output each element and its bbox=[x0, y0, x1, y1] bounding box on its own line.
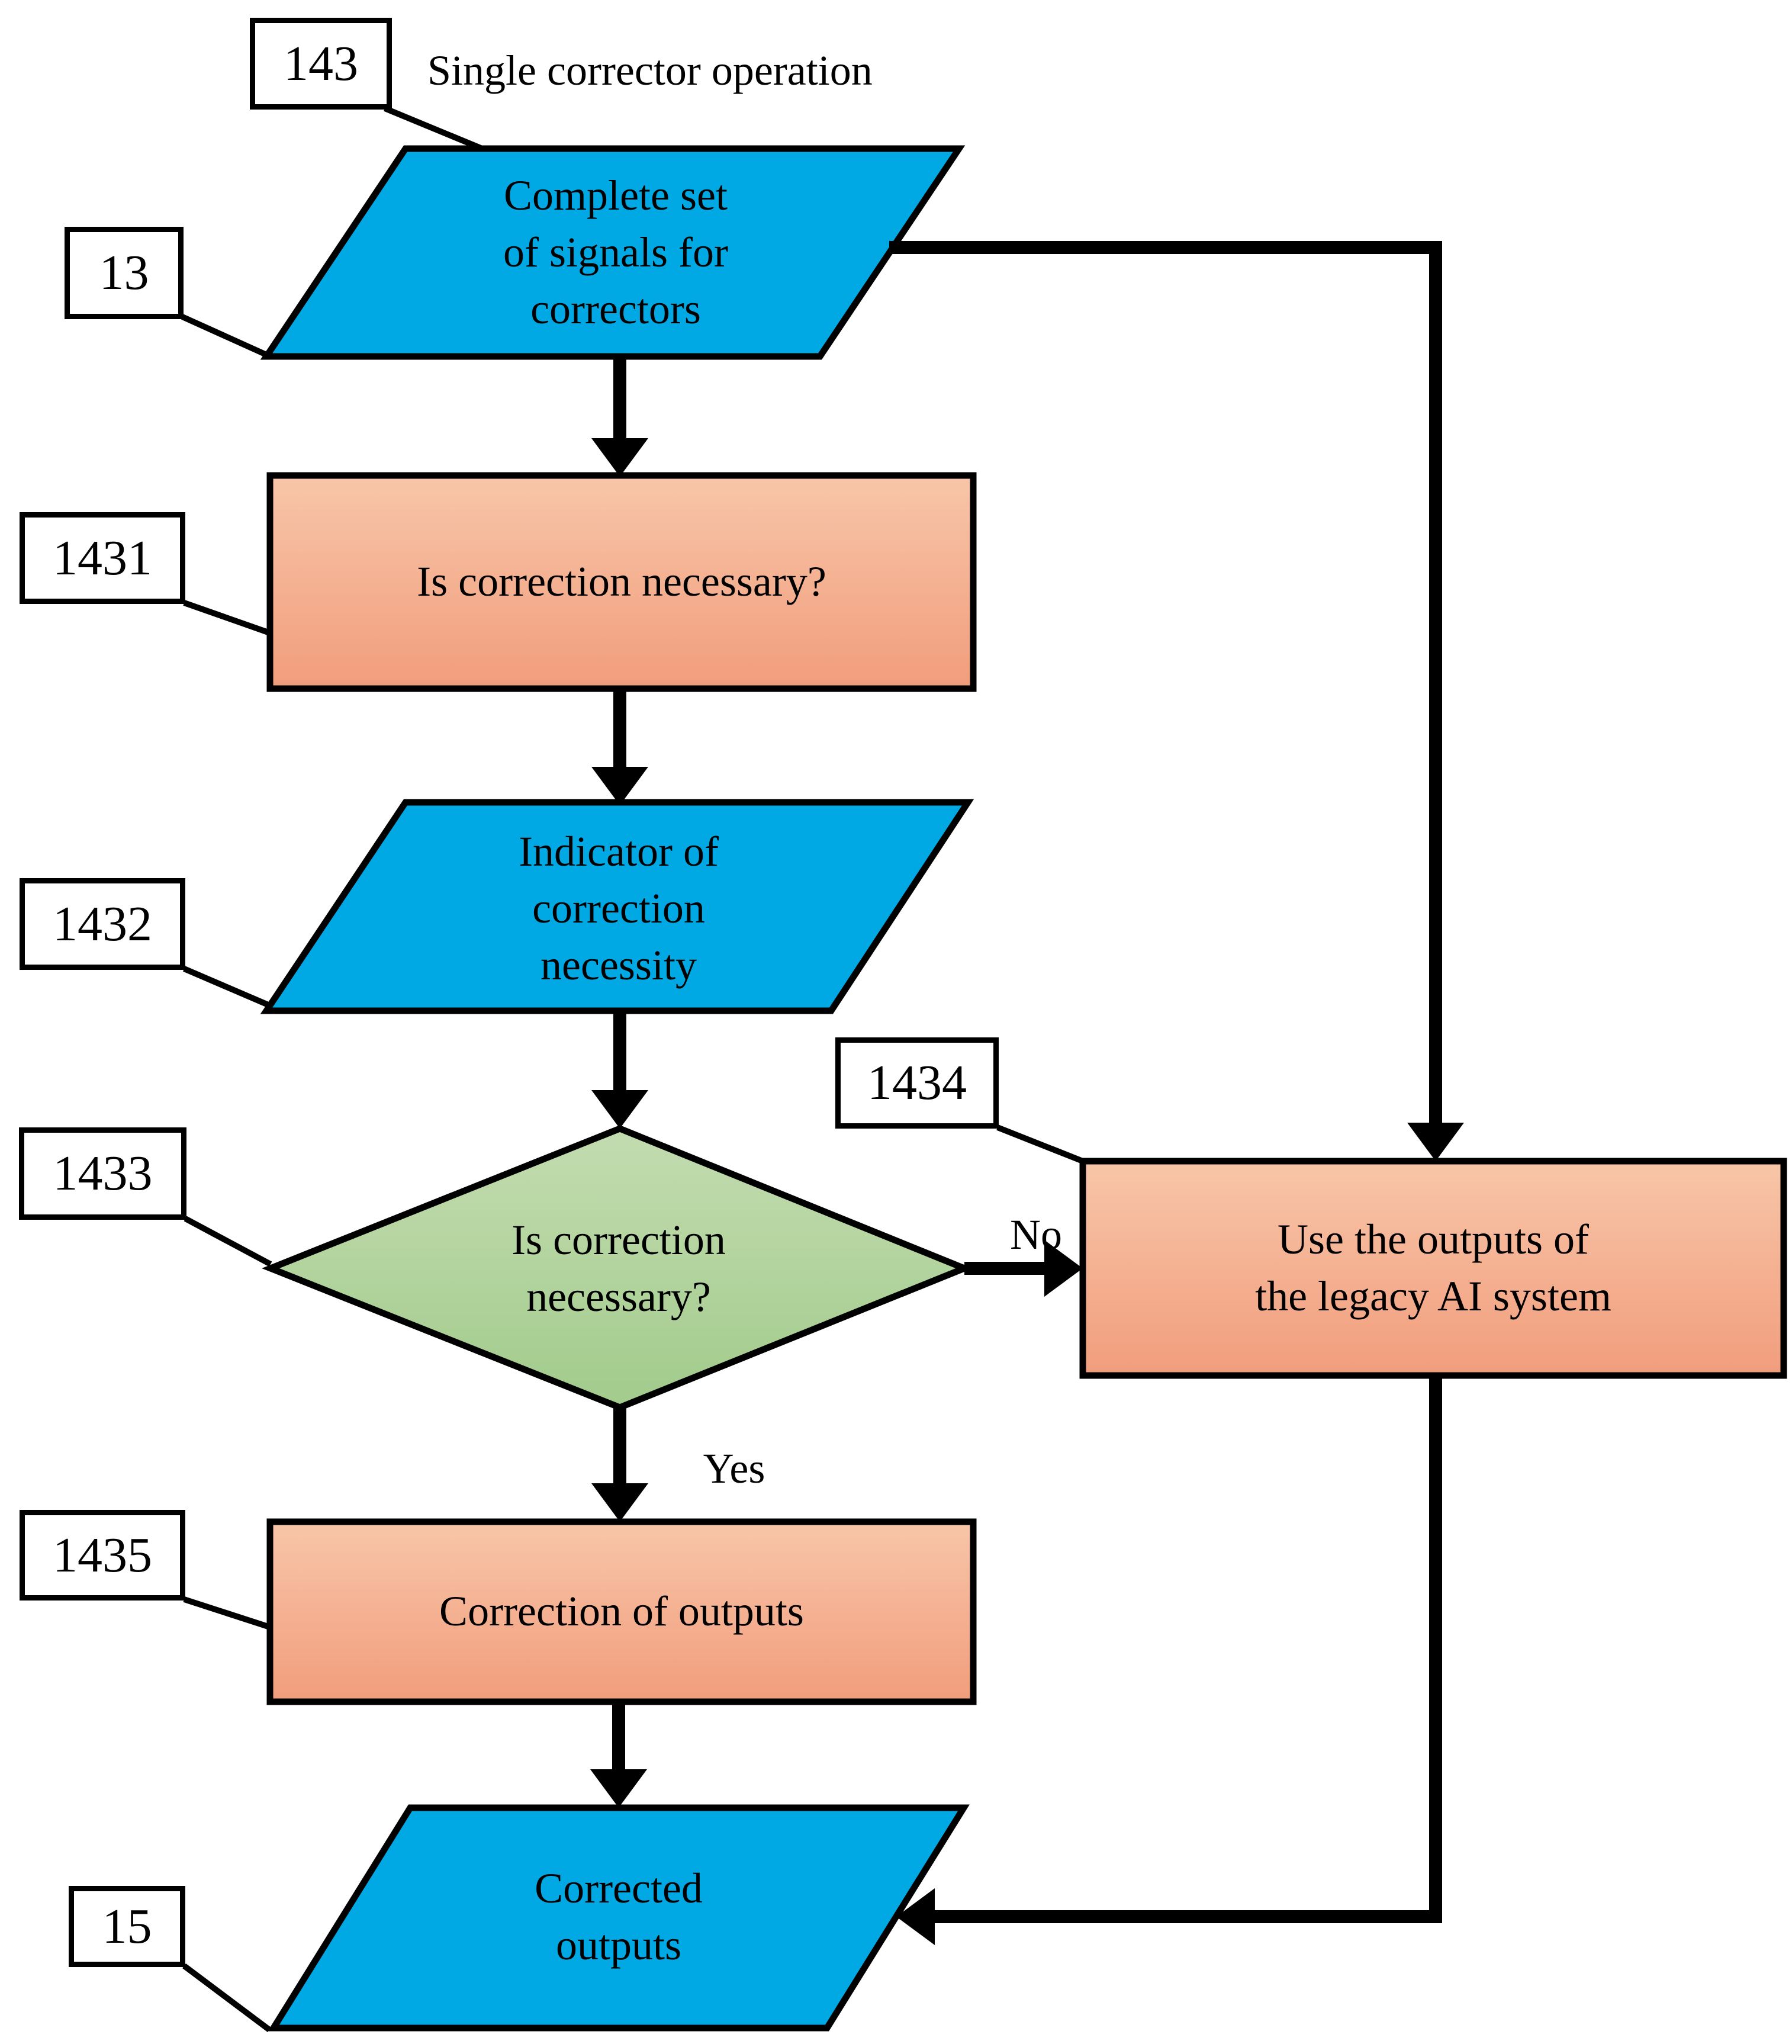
callout-line-1431 bbox=[183, 600, 271, 636]
io-parallelogram-indicator bbox=[260, 799, 974, 1014]
arrowhead-decision-yes bbox=[591, 1483, 648, 1522]
callout-line-1433 bbox=[184, 1216, 272, 1267]
callout-line-15 bbox=[182, 1963, 271, 2032]
io-parallelogram-corrected-outputs bbox=[268, 1804, 970, 2032]
callout-line-13 bbox=[181, 314, 269, 358]
decision-diamond bbox=[262, 1125, 973, 1411]
branch-label-no: No bbox=[1010, 1211, 1062, 1258]
arrowhead-check-to-indicator bbox=[591, 767, 648, 805]
arrowhead-input-to-check bbox=[591, 438, 648, 477]
arrow-legacy-to-output bbox=[933, 1375, 1442, 1923]
process-rect-correction-of-outputs bbox=[266, 1518, 977, 1705]
ref-box-1431: 1431 bbox=[20, 512, 185, 604]
ref-box-15: 15 bbox=[69, 1886, 185, 1967]
callout-line-1435 bbox=[183, 1596, 271, 1630]
ref-box-143: 143 bbox=[250, 18, 392, 110]
io-parallelogram-complete-set bbox=[260, 145, 966, 360]
branch-label-yes: Yes bbox=[703, 1444, 765, 1492]
ref-box-1435: 1435 bbox=[20, 1510, 185, 1601]
ref-label-1431: 1431 bbox=[53, 530, 152, 586]
callout-line-1434 bbox=[996, 1124, 1084, 1164]
process-rect-is-correction-necessary bbox=[266, 472, 977, 692]
ref-label-1434: 1434 bbox=[867, 1055, 967, 1110]
callout-line-143 bbox=[384, 105, 482, 151]
ref-label-1432: 1432 bbox=[53, 896, 152, 952]
arrowhead-decision-no bbox=[1044, 1240, 1083, 1297]
callout-line-1432 bbox=[183, 966, 274, 1010]
arrowhead-indicator-to-decision bbox=[591, 1090, 648, 1129]
process-rect-use-legacy bbox=[1079, 1158, 1787, 1379]
arrow-input-to-legacy bbox=[889, 241, 1442, 1125]
ref-box-13: 13 bbox=[65, 227, 184, 319]
ref-label-15: 15 bbox=[102, 1898, 152, 1954]
ref-label-13: 13 bbox=[99, 245, 149, 300]
diagram-title: Single corrector operation bbox=[427, 47, 873, 94]
ref-label-143: 143 bbox=[284, 36, 358, 91]
ref-label-1435: 1435 bbox=[53, 1527, 152, 1583]
arrowhead-legacy-to-output bbox=[896, 1888, 935, 1945]
ref-label-1433: 1433 bbox=[53, 1146, 153, 1201]
ref-box-1433: 1433 bbox=[19, 1127, 186, 1220]
arrowhead-input-to-legacy bbox=[1407, 1123, 1464, 1161]
ref-box-1432: 1432 bbox=[20, 878, 185, 970]
arrowhead-correction-to-output bbox=[590, 1769, 647, 1808]
ref-box-1434: 1434 bbox=[835, 1037, 999, 1129]
